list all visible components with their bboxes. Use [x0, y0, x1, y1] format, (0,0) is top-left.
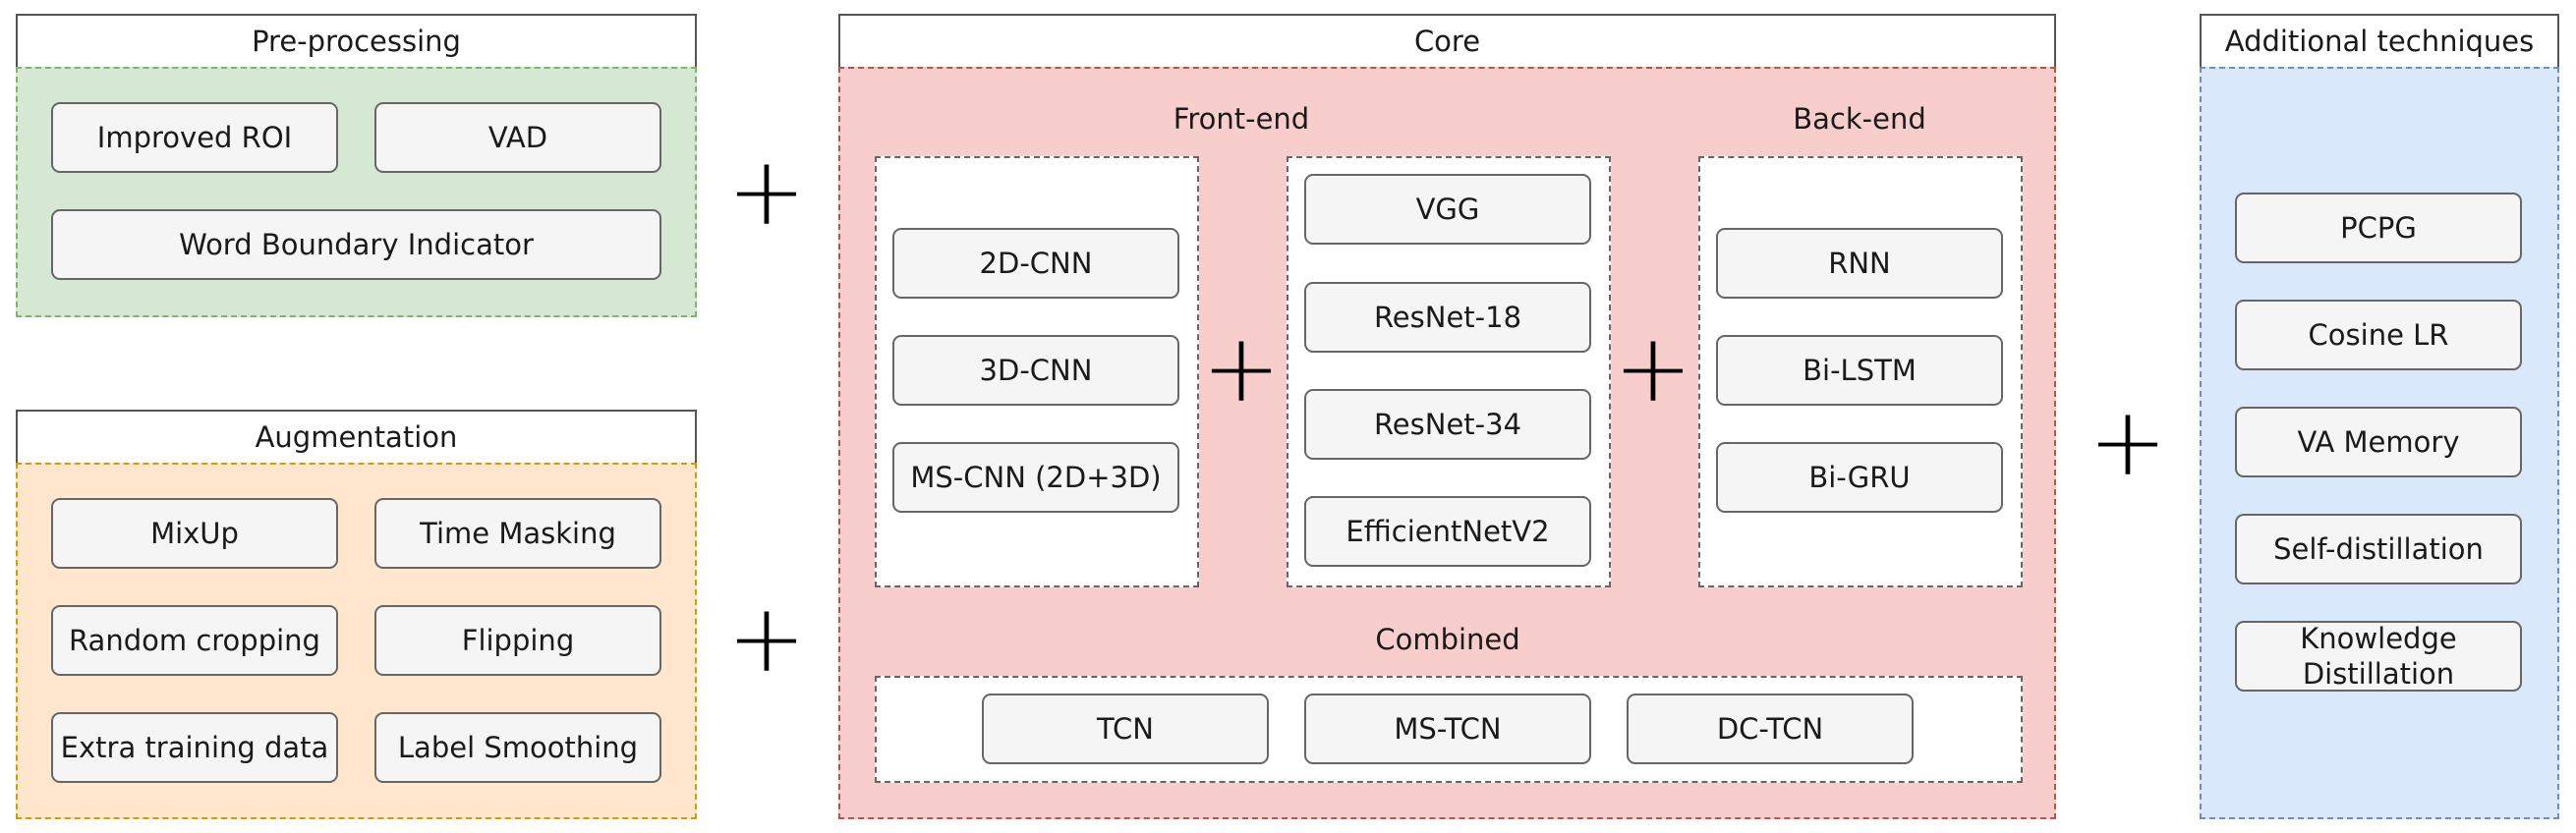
combined-label: Combined	[1375, 623, 1520, 656]
node-self-distillation: Self-distillation	[2235, 514, 2522, 584]
node-2d-cnn: 2D-CNN	[892, 228, 1179, 299]
node-resnet-34: ResNet-34	[1304, 389, 1591, 460]
node-vad: VAD	[374, 102, 661, 173]
augmentation-title: Augmentation	[16, 410, 697, 465]
node-tcn: TCN	[982, 694, 1269, 764]
node-cosine-lr: Cosine LR	[2235, 300, 2522, 370]
node-knowledge-distillation: Knowledge Distillation	[2235, 621, 2522, 692]
node-rnn: RNN	[1716, 228, 2003, 299]
plus-sign-preprocessing: +	[726, 137, 807, 247]
node-mixup: MixUp	[51, 498, 338, 569]
additional-title: Additional techniques	[2200, 14, 2559, 69]
node-3d-cnn: 3D-CNN	[892, 335, 1179, 406]
plus-sign-backend: +	[1613, 313, 1693, 423]
node-extra-training-data: Extra training data	[51, 712, 338, 783]
node-ms-cnn: MS-CNN (2D+3D)	[892, 442, 1179, 513]
node-random-cropping: Random cropping	[51, 605, 338, 676]
backend-label: Back-end	[1793, 102, 1926, 136]
node-pcpg: PCPG	[2235, 193, 2522, 263]
node-time-masking: Time Masking	[374, 498, 661, 569]
node-label-smoothing: Label Smoothing	[374, 712, 661, 783]
plus-sign-frontend: +	[1201, 313, 1282, 423]
node-bi-gru: Bi-GRU	[1716, 442, 2003, 513]
node-dc-tcn: DC-TCN	[1627, 694, 1914, 764]
node-efficientnetv2: EfficientNetV2	[1304, 496, 1591, 567]
node-vgg: VGG	[1304, 174, 1591, 245]
node-flipping: Flipping	[374, 605, 661, 676]
preprocessing-title: Pre-processing	[16, 14, 697, 69]
frontend-label: Front-end	[1173, 102, 1310, 136]
node-bi-lstm: Bi-LSTM	[1716, 335, 2003, 406]
node-improved-roi: Improved ROI	[51, 102, 338, 173]
plus-sign-augmentation: +	[726, 583, 807, 694]
node-va-memory: VA Memory	[2235, 407, 2522, 477]
node-ms-tcn: MS-TCN	[1304, 694, 1591, 764]
node-word-boundary-indicator: Word Boundary Indicator	[51, 209, 661, 280]
plus-sign-additional: +	[2088, 387, 2168, 497]
node-resnet-18: ResNet-18	[1304, 282, 1591, 353]
core-title: Core	[838, 14, 2056, 69]
